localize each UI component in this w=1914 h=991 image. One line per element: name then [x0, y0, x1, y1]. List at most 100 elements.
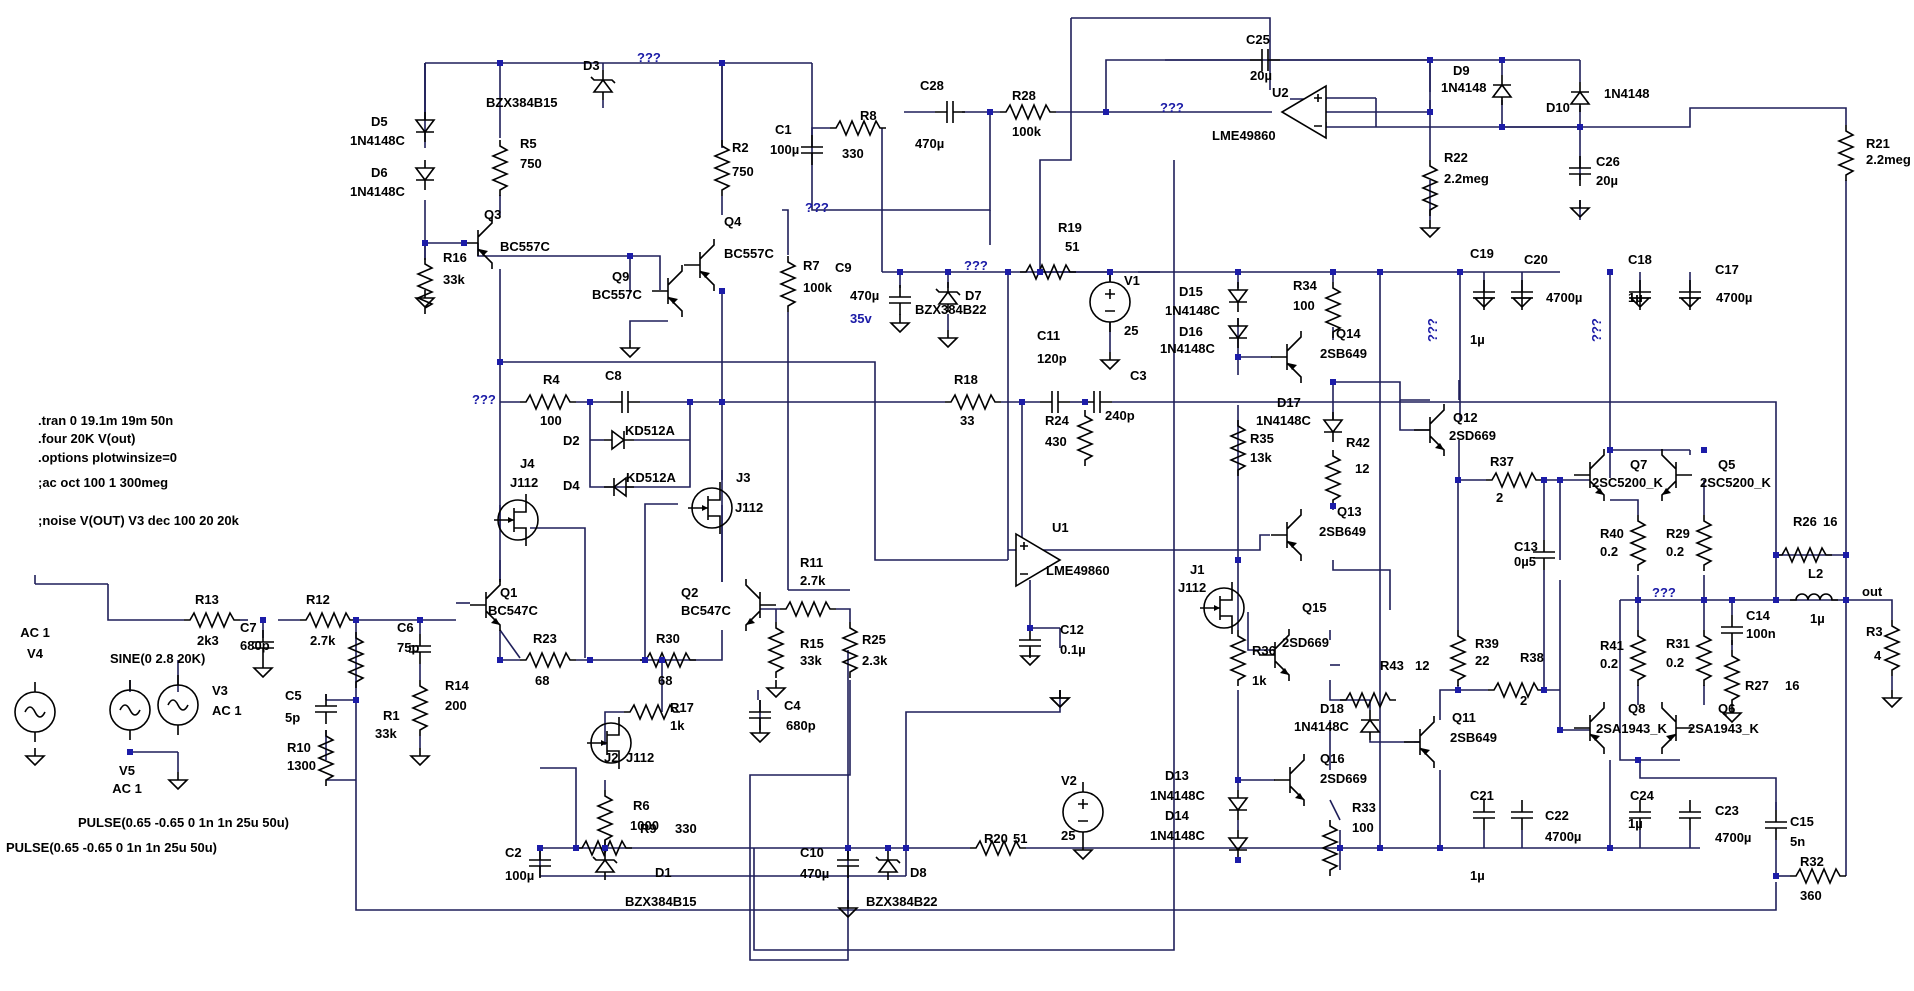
r15-resistor[interactable]: [768, 621, 784, 679]
q11-transistor[interactable]: [1403, 715, 1435, 769]
ground-symbol[interactable]: [1882, 689, 1902, 708]
wire: [1619, 600, 1680, 761]
r41-resistor[interactable]: [1630, 629, 1646, 687]
ground-symbol[interactable]: [253, 659, 273, 678]
r14-value-label: 200: [445, 698, 467, 713]
ground-symbol[interactable]: [766, 679, 786, 698]
q2-transistor[interactable]: [745, 578, 777, 632]
c12-capacitor[interactable]: [1018, 627, 1042, 659]
r2-resistor[interactable]: [714, 139, 730, 197]
r24-resistor[interactable]: [1077, 409, 1093, 467]
junction-dot: [422, 240, 428, 246]
c15-capacitor[interactable]: [1764, 809, 1788, 841]
d17-diode[interactable]: [1323, 411, 1343, 443]
c28-capacitor[interactable]: [934, 100, 966, 124]
r3-resistor[interactable]: [1884, 619, 1900, 677]
d18-diode[interactable]: [1360, 709, 1380, 741]
junction-dot: [497, 657, 503, 663]
c14-ref-label: C14: [1746, 608, 1771, 623]
r16-resistor[interactable]: [417, 257, 433, 315]
r27-resistor[interactable]: [1724, 649, 1740, 707]
junction-dot: [461, 240, 467, 246]
c22-capacitor[interactable]: [1510, 799, 1534, 831]
r9-ref-label: R9: [640, 821, 657, 836]
j3-jfet[interactable]: [687, 481, 733, 535]
r28-resistor[interactable]: [999, 104, 1057, 120]
d3-zener[interactable]: [590, 69, 616, 101]
q11-value-label: 2SB649: [1450, 730, 1497, 745]
r29-resistor[interactable]: [1696, 514, 1712, 572]
r6-resistor[interactable]: [597, 789, 613, 847]
r13-resistor[interactable]: [183, 612, 241, 628]
ground-symbol[interactable]: [1073, 841, 1093, 860]
q12-transistor[interactable]: [1413, 403, 1445, 457]
c9-capacitor[interactable]: [888, 284, 912, 316]
r11-resistor[interactable]: [779, 601, 837, 617]
d17-value-label: 1N4148C: [1256, 413, 1312, 428]
net-label-unknown: ???: [637, 50, 661, 65]
c14-capacitor[interactable]: [1720, 614, 1744, 646]
wire: [1329, 799, 1341, 821]
v4-source[interactable]: [14, 681, 56, 743]
v1-value-label: 25: [1124, 323, 1138, 338]
c5-capacitor[interactable]: [314, 693, 338, 725]
q13-transistor[interactable]: [1270, 508, 1302, 562]
r42-resistor[interactable]: [1325, 449, 1341, 507]
r7-resistor[interactable]: [780, 255, 796, 313]
ground-symbol[interactable]: [168, 771, 188, 790]
r5-ref-label: R5: [520, 136, 537, 151]
junction-dot: [1607, 447, 1613, 453]
j1-ref-label: J1: [1190, 562, 1204, 577]
d14-diode[interactable]: [1228, 829, 1248, 861]
ground-symbol[interactable]: [938, 329, 958, 348]
r4-resistor[interactable]: [519, 394, 577, 410]
ground-symbol[interactable]: [25, 747, 45, 766]
r33-ref-label: R33: [1352, 800, 1376, 815]
r32-resistor[interactable]: [1789, 868, 1847, 884]
r37-resistor[interactable]: [1485, 472, 1543, 488]
l2-inductor[interactable]: [1789, 593, 1839, 601]
r36-resistor[interactable]: [1230, 629, 1246, 687]
r14-resistor[interactable]: [412, 679, 428, 737]
ground-symbol[interactable]: [890, 314, 910, 333]
q14-transistor[interactable]: [1270, 330, 1302, 384]
c21-capacitor[interactable]: [1472, 799, 1496, 831]
c11-capacitor[interactable]: [1039, 390, 1071, 414]
q16-transistor[interactable]: [1273, 753, 1305, 807]
r43-value-label: 12: [1415, 658, 1429, 673]
r23-resistor[interactable]: [519, 652, 577, 668]
r34-ref-label: R34: [1293, 278, 1318, 293]
r40-resistor[interactable]: [1630, 514, 1646, 572]
q14-ref-label: Q14: [1336, 326, 1361, 341]
c8-capacitor[interactable]: [609, 390, 641, 414]
r8-resistor[interactable]: [829, 120, 887, 136]
r5-resistor[interactable]: [492, 139, 508, 197]
r21-resistor[interactable]: [1838, 124, 1854, 182]
r12-resistor[interactable]: [299, 612, 357, 628]
r31-resistor[interactable]: [1696, 629, 1712, 687]
u1-opamp[interactable]: [1015, 533, 1061, 587]
directive-noise: ;noise V(OUT) V3 dec 100 20 20k: [38, 513, 240, 528]
r39-resistor[interactable]: [1450, 629, 1466, 687]
ground-symbol[interactable]: [1420, 219, 1440, 238]
q5-transistor[interactable]: [1661, 448, 1693, 502]
d6-diode[interactable]: [415, 159, 435, 191]
r25-resistor[interactable]: [842, 621, 858, 679]
ground-symbol[interactable]: [620, 339, 640, 358]
directive-four: .four 20K V(out): [38, 431, 136, 446]
r28-value-label: 100k: [1012, 124, 1042, 139]
d13-diode[interactable]: [1228, 789, 1248, 821]
q9-transistor[interactable]: [651, 264, 683, 318]
v5-source[interactable]: [109, 679, 151, 741]
c23-capacitor[interactable]: [1678, 799, 1702, 831]
ground-symbol[interactable]: [410, 747, 430, 766]
d15-diode[interactable]: [1228, 281, 1248, 313]
q4-transistor[interactable]: [683, 238, 715, 292]
r18-resistor[interactable]: [944, 394, 1002, 410]
v3-source[interactable]: [157, 674, 199, 736]
d9-diode[interactable]: [1492, 74, 1512, 106]
junction-dot: [1541, 477, 1547, 483]
r38-resistor[interactable]: [1487, 682, 1545, 698]
ground-symbol[interactable]: [1100, 351, 1120, 370]
d10-diode[interactable]: [1570, 81, 1590, 113]
